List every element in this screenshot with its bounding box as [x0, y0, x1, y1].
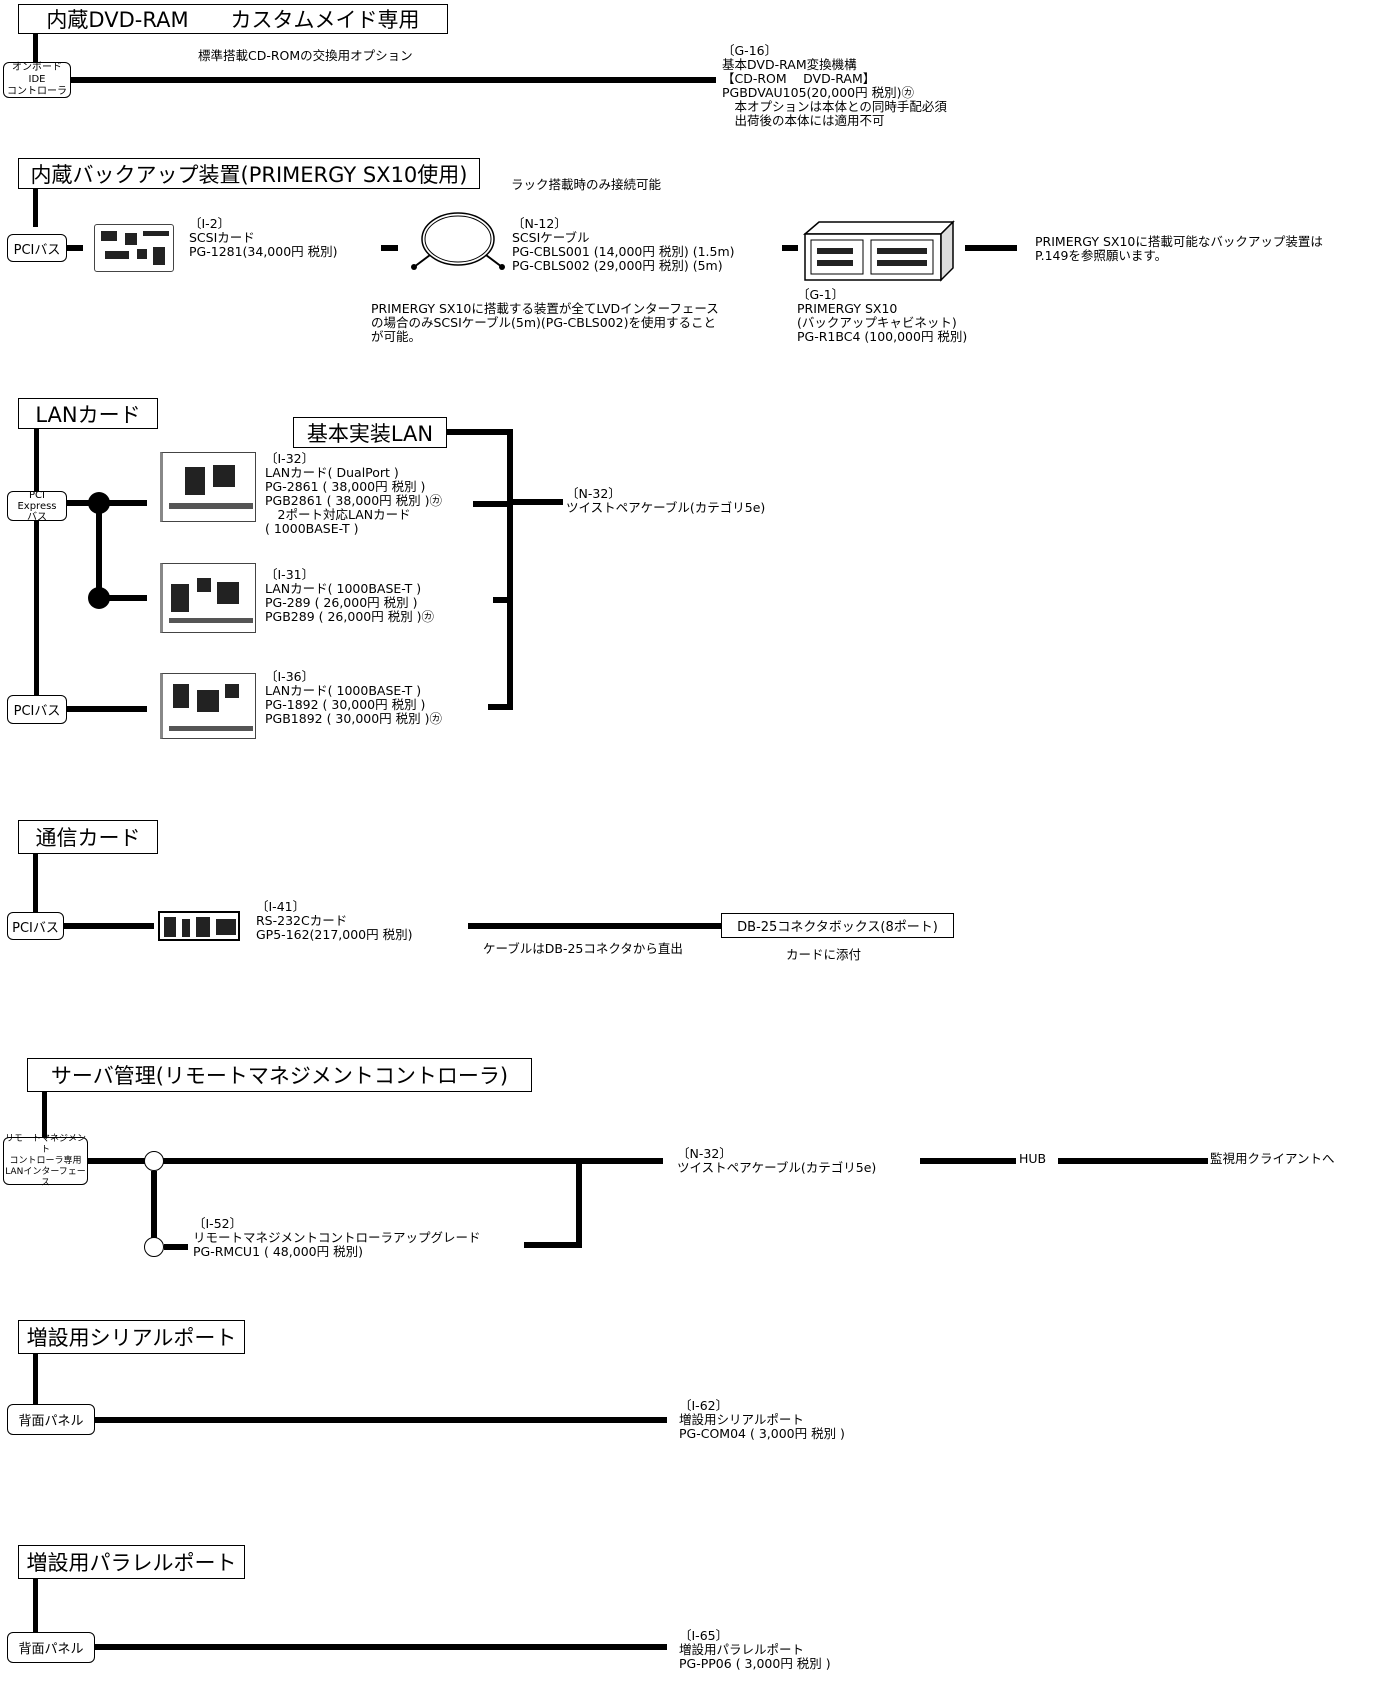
section-title-basic-lan: 基本実装LAN — [293, 417, 447, 448]
client-label: 監視用クライアントへ — [1210, 1151, 1335, 1166]
lan-card-dualport-image — [160, 452, 256, 522]
connector-line — [99, 595, 147, 601]
item-twisted-pair-cable-mgmt: 〔N-32〕 ツイストペアケーブル(カテゴリ5e) — [677, 1146, 877, 1175]
side-note: PRIMERGY SX10に搭載可能なバックアップ装置は P.149を参照願いま… — [1035, 234, 1323, 263]
connector-line — [151, 1171, 157, 1240]
connector-line — [64, 923, 154, 929]
section-title-serial: 増設用シリアルポート — [18, 1320, 245, 1354]
connector-line — [67, 245, 83, 251]
item-lan-card-dualport: 〔I-32〕 LANカード( DualPort ) PG-2861 ( 38,0… — [265, 451, 442, 536]
item-parallel-port: 〔I-65〕 増設用パラレルポート PG-PP06 ( 3,000円 税別 ) — [679, 1628, 831, 1671]
connector-line — [507, 429, 513, 710]
connector-line — [576, 1161, 582, 1248]
connector-line — [88, 1158, 663, 1164]
backup-cabinet-image — [802, 220, 955, 282]
item-scsi-cable: 〔N-12〕 SCSIケーブル PG-CBLS001 (14,000円 税別) … — [512, 216, 735, 273]
scsi-cable-image — [411, 212, 505, 270]
section-title-backup: 内蔵バックアップ装置(PRIMERGY SX10使用) — [18, 158, 480, 189]
cable-note: PRIMERGY SX10に搭載する装置が全てLVDインターフェース の場合のみ… — [371, 301, 719, 344]
port-rmc-lan-interface: リモートマネジメント コントローラ専用 LANインターフェース — [3, 1133, 88, 1188]
item-twisted-pair-cable: 〔N-32〕 ツイストペアケーブル(カテゴリ5e) — [566, 486, 766, 515]
connector-line — [95, 1644, 667, 1650]
connector-line — [34, 429, 39, 491]
connector-line — [33, 189, 38, 227]
connector-line — [33, 854, 38, 912]
item-scsi-card: 〔I-2〕 SCSIカード PG-1281(34,000円 税別) — [189, 216, 338, 259]
connector-line — [524, 1242, 582, 1248]
item-serial-port: 〔I-62〕 増設用シリアルポート PG-COM04 ( 3,000円 税別 ) — [679, 1398, 845, 1441]
port-pci-bus-comm: PCIバス — [7, 912, 64, 940]
item-upgrade: 〔I-52〕 リモートマネジメントコントローラアップグレード PG-RMCU1 … — [193, 1216, 481, 1259]
connector-line — [965, 245, 1017, 251]
port-rear-panel-parallel: 背面パネル — [7, 1632, 95, 1663]
connector-line — [71, 77, 716, 83]
junction-circle — [144, 1237, 164, 1257]
item-rs232c-card: 〔I-41〕 RS-232Cカード GP5-162(217,000円 税別) — [256, 899, 413, 942]
port-rear-panel-serial: 背面パネル — [7, 1404, 95, 1435]
connector-line — [473, 501, 508, 507]
connector-line — [34, 521, 39, 695]
connector-line — [33, 1579, 38, 1632]
connector-line — [381, 245, 398, 251]
section-title-dvd: 内蔵DVD-RAM カスタムメイド専用 — [18, 4, 448, 34]
connector-line — [447, 429, 512, 435]
db25-box-note: カードに添付 — [786, 947, 862, 962]
junction-circle — [144, 1151, 164, 1171]
lan-card-pci-image — [160, 673, 256, 739]
port-pci-bus: PCIバス — [7, 234, 67, 262]
connector-line — [96, 503, 102, 598]
db25-connector-box: DB-25コネクタボックス(8ポート) — [721, 913, 954, 938]
connector-line — [513, 499, 563, 505]
hub-label: HUB — [1019, 1151, 1047, 1166]
section-title-mgmt: サーバ管理(リモートマネジメントコントローラ) — [27, 1058, 532, 1092]
item-lan-card-1000base: 〔I-31〕 LANカード( 1000BASE-T ) PG-289 ( 26,… — [265, 567, 435, 624]
connector-line — [782, 245, 798, 251]
connector-line — [488, 704, 510, 710]
section-title-lan: LANカード — [18, 398, 158, 429]
connector-line — [33, 34, 38, 64]
comm-cable-note: ケーブルはDB-25コネクタから直出 — [483, 941, 683, 956]
item-backup-cabinet: 〔G-1〕 PRIMERGY SX10 (バックアップキャビネット) PG-R1… — [797, 287, 968, 344]
connector-line — [42, 1092, 47, 1137]
connector-line — [1058, 1158, 1208, 1164]
connector-line — [468, 923, 721, 929]
item-lan-card-pci: 〔I-36〕 LANカード( 1000BASE-T ) PG-1892 ( 30… — [265, 669, 442, 726]
scsi-card-image — [94, 224, 174, 272]
connector-line — [95, 1417, 667, 1423]
line-label: 標準搭載CD-ROMの交換用オプション — [198, 48, 413, 63]
rs232c-card-image — [158, 911, 240, 941]
port-onboard-ide: オンボードIDE コントローラ — [3, 62, 71, 98]
connector-line — [67, 706, 147, 712]
connector-line — [920, 1158, 1016, 1164]
port-pci-bus-lan: PCIバス — [7, 695, 67, 724]
section-title-parallel: 増設用パラレルポート — [18, 1545, 245, 1579]
connector-line — [33, 1354, 38, 1404]
connector-line — [164, 1244, 188, 1250]
connector-line — [493, 597, 508, 603]
port-pci-express: PCI Express バス — [7, 490, 67, 523]
lan-card-1000base-image — [160, 563, 256, 633]
section-title-comm: 通信カード — [18, 820, 158, 854]
rack-note: ラック搭載時のみ接続可能 — [511, 177, 662, 192]
item-dvd-ram: 〔G-16〕 基本DVD-RAM変換機構 【CD-ROM DVD-RAM】 PG… — [722, 43, 947, 128]
